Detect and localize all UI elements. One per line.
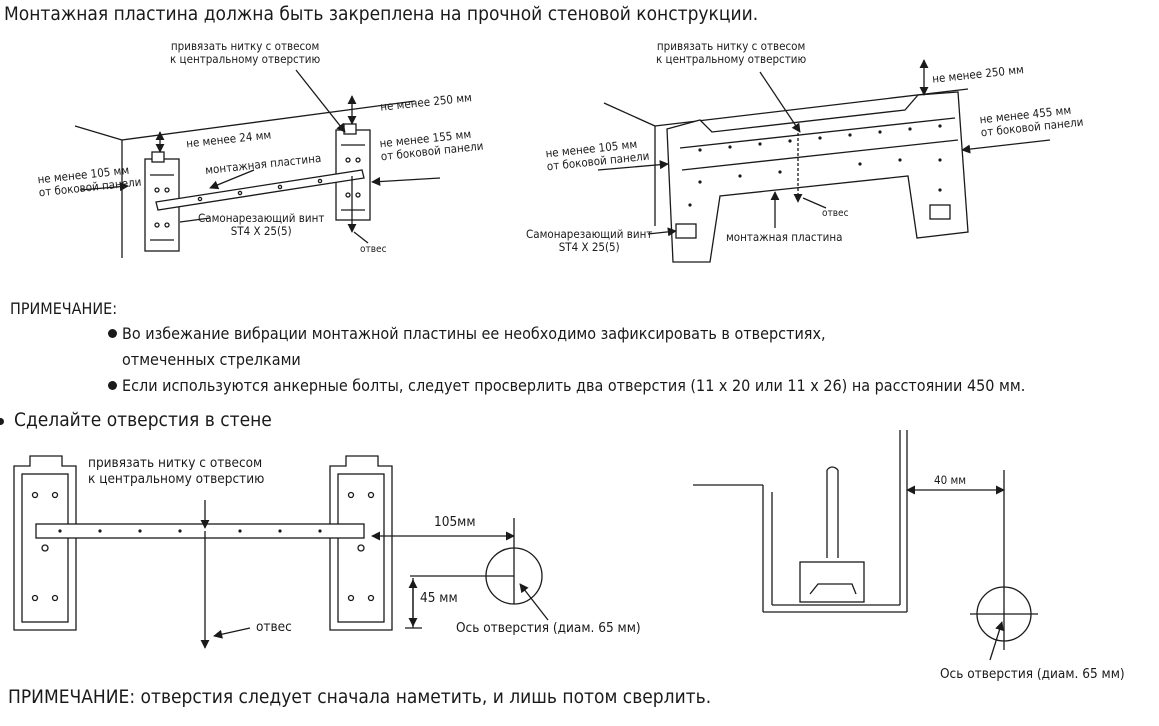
fig2-plate-label: монтажная пластина xyxy=(726,230,843,244)
fig1-screw-label: Самонарезающий винт ST4 X 25(5) xyxy=(198,211,325,239)
fig3-dim45-label: 45 мм xyxy=(420,590,458,606)
bullet-icon xyxy=(108,329,117,338)
fig2-wall-drawing xyxy=(597,59,1051,263)
fig2-screw-label: Самонарезающий винт ST4 X 25(5) xyxy=(526,227,653,255)
fig3-front-drawing xyxy=(13,455,549,649)
fig3-hole-axis-label: Ось отверстия (диам. 65 мм) xyxy=(456,620,641,636)
fig3-dim105-label: 105мм xyxy=(434,514,476,530)
fig1-wall-drawing xyxy=(74,69,441,258)
bullet-icon xyxy=(0,418,4,425)
fig2-plumb-bob-label: отвес xyxy=(822,208,849,219)
note1-title: ПРИМЕЧАНИЕ: xyxy=(10,299,118,318)
note1-item2: Если используются анкерные болты, следуе… xyxy=(122,376,1026,395)
fig1-plumb-label: привязать нитку с отвесом к центральному… xyxy=(170,39,321,67)
note1-item1-line2: отмеченных стрелками xyxy=(122,350,301,369)
fig2-plumb-label: привязать нитку с отвесом к центральному… xyxy=(656,39,807,67)
fig4-dim40-label: 40 мм xyxy=(934,473,967,487)
fig4-hole-axis-label: Ось отверстия (диам. 65 мм) xyxy=(940,666,1125,682)
fig3-plumb-bob-label: отвес xyxy=(256,619,292,635)
fig3-plumb-label: привязать нитку с отвесом к центральному… xyxy=(88,455,265,487)
note1-item1-line1: Во избежание вибрации монтажной пластины… xyxy=(122,324,826,343)
fig4-section-drawing xyxy=(693,430,1038,661)
section-heading: Сделайте отверстия в стене xyxy=(14,409,272,431)
note2-text: ПРИМЕЧАНИЕ: отверстия следует сначала на… xyxy=(8,686,712,708)
page-heading: Монтажная пластина должна быть закреплен… xyxy=(4,3,759,25)
fig1-plumb-bob-label: отвес xyxy=(360,244,387,255)
bullet-icon xyxy=(108,381,117,390)
